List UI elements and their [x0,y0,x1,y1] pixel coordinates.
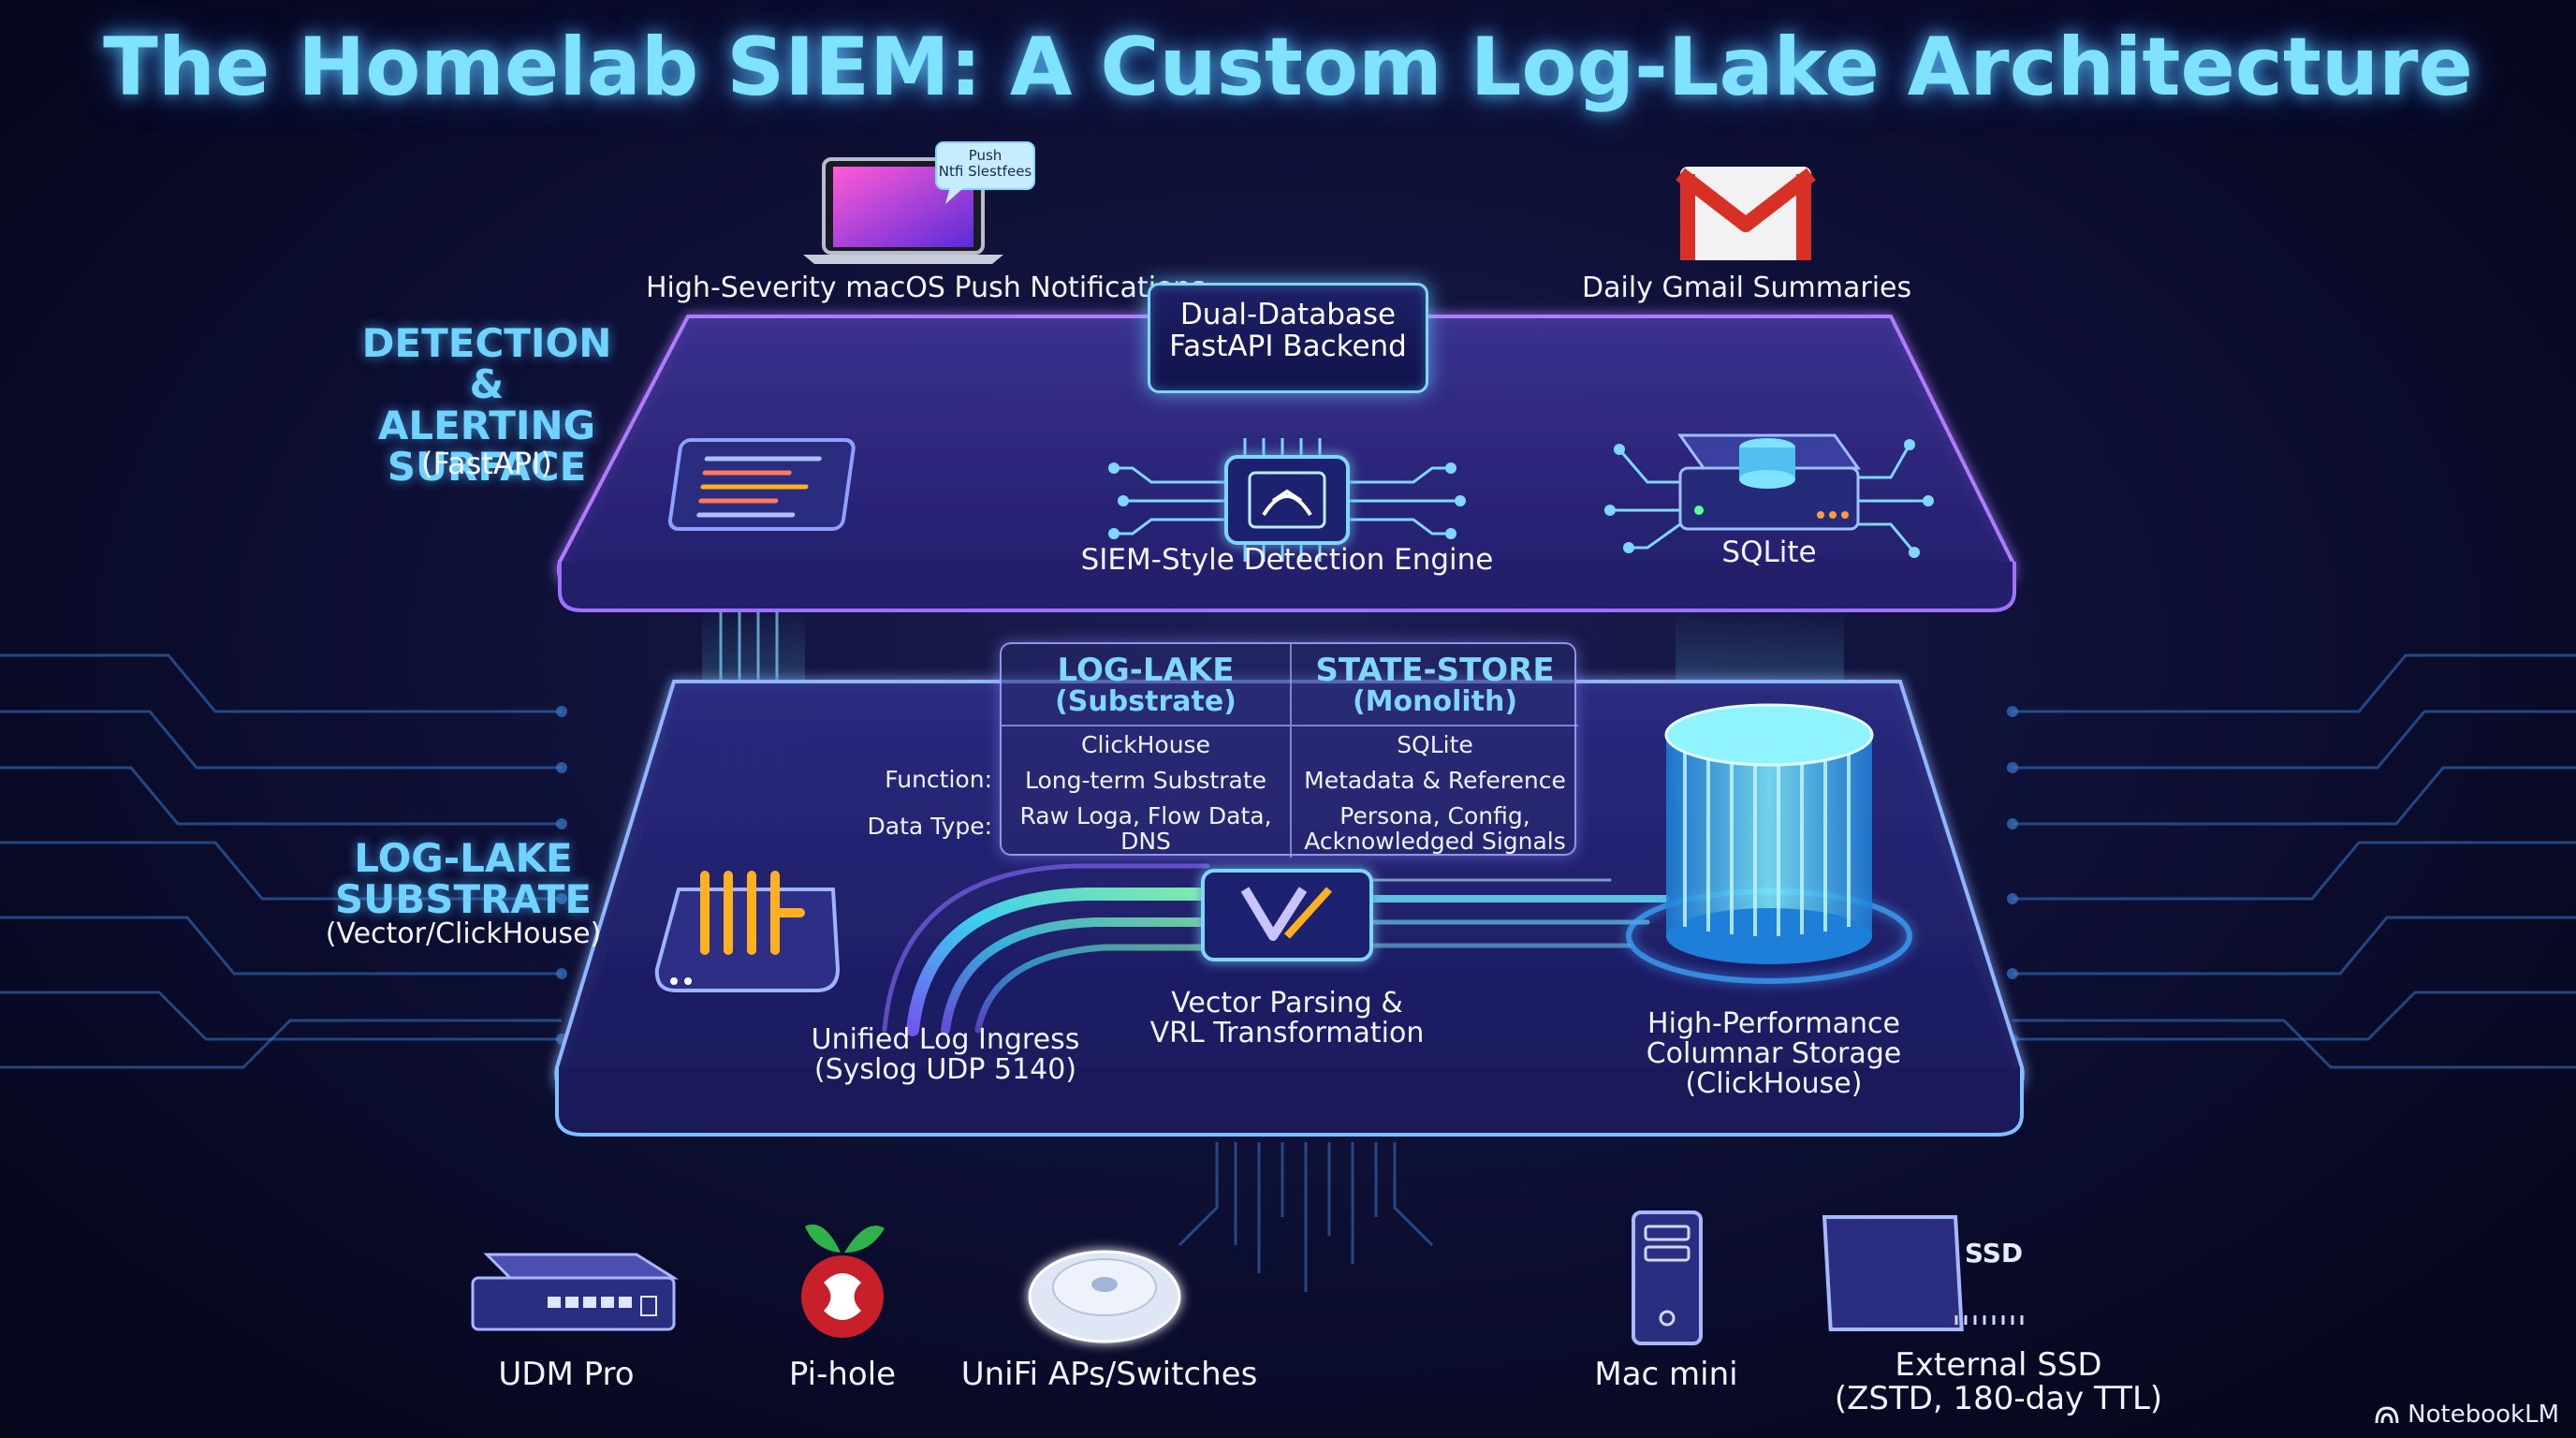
storage-label: High-Performance Columnar Storage (Click… [1646,1007,1902,1100]
sqlite-label: SQLite [1721,536,1817,569]
udm-pro-router-icon [471,1253,680,1331]
source-unifi: UniFi APs/Switches [960,1356,1258,1393]
state-store-data-type-1: Persona, Config, [1339,802,1530,829]
source-external-ssd: External SSD (ZSTD, 180-day TTL) [1834,1346,2163,1417]
sqlite-server-icon [1604,433,1934,558]
vector-label: Vector Parsing & VRL Transformation [1149,987,1425,1049]
source-pihole: Pi-hole [788,1356,897,1393]
notebooklm-logo-icon [2375,1406,2399,1424]
fastapi-backend-box: Dual-Database FastAPI Backend [1148,283,1428,393]
state-store-data-type-2: Acknowledged Signals [1304,828,1566,855]
substrate-subheading: (Vector/ClickHouse) [325,917,602,950]
function-row-label: Function: [885,766,992,793]
source-udm-pro: UDM Pro [498,1356,635,1393]
state-store-heading: STATE-STORE [1315,652,1555,689]
ssd-badge: SSD [1964,1238,2024,1269]
notebooklm-branding: NotebookLM [2374,1401,2559,1429]
log-lake-function: Long-term Substrate [1024,767,1267,794]
pihole-raspberry-icon [801,1224,885,1338]
page-title: The Homelab SIEM: A Custom Log-Lake Arch… [103,21,2473,114]
state-store-column: STATE-STORE (Monolith) SQLite Metadata &… [1290,644,1578,858]
mac-mini-server-icon [1632,1211,1703,1345]
log-lake-data-type-1: Raw Loga, Flow Data, [1019,802,1272,829]
comparison-table: LOG-LAKE (Substrate) ClickHouse Long-ter… [1000,642,1578,858]
log-document-icon [667,438,856,531]
push-bubble: Push Ntfi Slestfees [938,147,1032,180]
state-store-engine: SQLite [1397,731,1473,758]
log-lake-engine: ClickHouse [1081,731,1210,758]
data-type-row-label: Data Type: [867,813,992,840]
external-ssd-icon [1822,1215,2024,1331]
clickhouse-columnar-storage-icon [1626,703,1912,984]
unifi-access-point-icon [1028,1250,1181,1343]
log-lake-heading: LOG-LAKE [1057,652,1235,689]
gmail-summaries-label: Daily Gmail Summaries [1582,271,1912,304]
detection-heading: DETECTION & ALERTING SURFACE [361,320,612,490]
log-lake-data-type-2: DNS [1120,828,1171,855]
vector-transform-icon [1201,869,1373,961]
state-store-subheading: (Monolith) [1352,685,1518,718]
substrate-heading: LOG-LAKE SUBSTRATE [334,835,593,922]
detection-engine-label: SIEM-Style Detection Engine [1080,543,1494,577]
push-notifications-label: High-Severity macOS Push Notifications [646,271,1207,304]
detection-engine-chip-icon [1108,438,1466,562]
log-lake-column: LOG-LAKE (Substrate) ClickHouse Long-ter… [1002,644,1290,858]
source-mac-mini: Mac mini [1594,1356,1738,1393]
state-store-function: Metadata & Reference [1304,767,1566,794]
ingest-appliance-icon [654,871,841,992]
ingress-label: Unified Log Ingress (Syslog UDP 5140) [811,1023,1080,1086]
log-lake-subheading: (Substrate) [1055,685,1237,718]
detection-subheading: (FastAPI) [421,446,552,481]
gmail-icon [1676,167,1816,260]
macbook-icon [803,141,1035,264]
